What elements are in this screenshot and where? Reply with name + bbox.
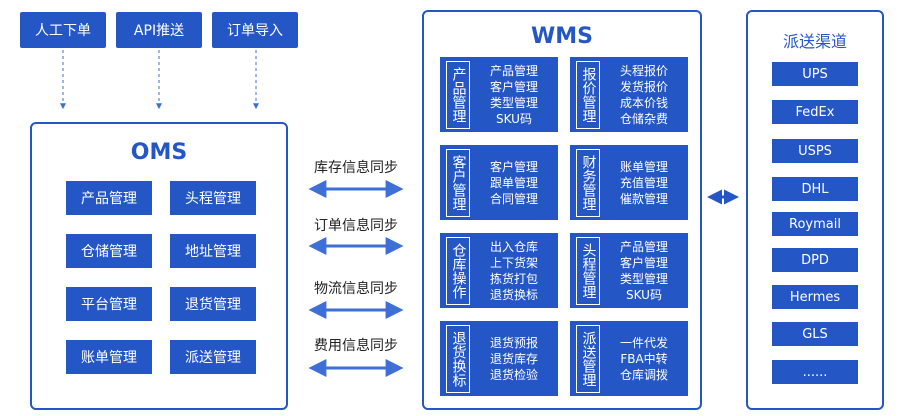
sync-label-logistics: 物流信息同步 (314, 281, 398, 297)
wms-card-tag: 头程管理 (576, 236, 600, 305)
wms-card-item: 退货换标 (489, 287, 538, 302)
wms-card-item: 成本价钱 (619, 95, 668, 110)
source-order-import: 订单导入 (212, 12, 298, 48)
wms-card-item: 上下货架 (489, 255, 538, 270)
oms-item-storage: 仓储管理 (66, 234, 152, 268)
wms-card-item: 发货报价 (619, 79, 668, 94)
wms-card-tag: 产品管理 (446, 60, 470, 129)
wms-card-tag: 仓库操作 (446, 236, 470, 305)
wms-card-item: SKU码 (626, 287, 662, 302)
wms-card-item: 仓储杂费 (619, 111, 668, 126)
channel-dpd: DPD (772, 248, 858, 272)
oms-item-platform: 平台管理 (66, 287, 152, 321)
wms-card-item: 客户管理 (489, 79, 538, 94)
wms-card-item: 拣货打包 (489, 271, 538, 286)
oms-title: OMS (130, 140, 188, 165)
wms-card-item: 一件代发 (619, 335, 668, 350)
wms-card-item: 类型管理 (489, 95, 538, 110)
wms-card-quote: 报价管理 头程报价 发货报价 成本价钱 仓储杂费 (570, 57, 688, 132)
wms-card-warehouse: 仓库操作 出入仓库 上下货架 拣货打包 退货换标 (440, 233, 558, 308)
wms-card-item: 客户管理 (619, 255, 668, 270)
wms-card-item: 仓库调拨 (619, 367, 668, 382)
wms-card-item: 账单管理 (619, 159, 668, 174)
sync-label-cost: 费用信息同步 (314, 338, 398, 354)
wms-card-returns: 退货换标 退货预报 退货库存 退货检验 (440, 321, 558, 396)
channel-dhl: DHL (772, 177, 858, 201)
channels-title: 派送渠道 (782, 32, 847, 51)
wms-card-item: 退货检验 (489, 367, 538, 382)
source-manual-order: 人工下单 (20, 12, 106, 48)
wms-card-product: 产品管理 产品管理 客户管理 类型管理 SKU码 (440, 57, 558, 132)
wms-card-tag: 客户管理 (446, 148, 470, 217)
wms-card-item: 退货库存 (489, 351, 538, 366)
channel-roymail: Roymail (772, 212, 858, 236)
wms-card-item: 充值管理 (619, 175, 668, 190)
sync-label-inventory: 库存信息同步 (314, 160, 398, 176)
wms-card-item: FBA中转 (620, 351, 668, 366)
channel-hermes: Hermes (772, 285, 858, 309)
wms-card-item: 出入仓库 (489, 239, 538, 254)
sync-label-order: 订单信息同步 (314, 218, 398, 234)
wms-card-firstleg: 头程管理 产品管理 客户管理 类型管理 SKU码 (570, 233, 688, 308)
wms-card-item: 跟单管理 (489, 175, 538, 190)
wms-title: WMS (530, 24, 593, 49)
wms-card-item: SKU码 (496, 111, 532, 126)
wms-card-tag: 财务管理 (576, 148, 600, 217)
channel-more: ...... (772, 360, 858, 384)
oms-item-returns: 退货管理 (170, 287, 256, 321)
wms-card-tag: 派送管理 (576, 324, 600, 393)
wms-card-tag: 退货换标 (446, 324, 470, 393)
wms-card-finance: 财务管理 账单管理 充值管理 催款管理 (570, 145, 688, 220)
wms-card-item: 类型管理 (619, 271, 668, 286)
wms-card-item: 催款管理 (619, 191, 668, 206)
source-api-push: API推送 (116, 12, 202, 48)
wms-card-item: 头程报价 (619, 63, 668, 78)
wms-card-item: 合同管理 (489, 191, 538, 206)
oms-item-product: 产品管理 (66, 181, 152, 215)
oms-item-address: 地址管理 (170, 234, 256, 268)
channel-usps: USPS (772, 139, 858, 163)
channel-ups: UPS (772, 62, 858, 86)
oms-item-billing: 账单管理 (66, 340, 152, 374)
wms-card-tag: 报价管理 (576, 60, 600, 129)
channel-fedex: FedEx (772, 100, 858, 124)
wms-card-item: 产品管理 (619, 239, 668, 254)
wms-card-item: 客户管理 (489, 159, 538, 174)
wms-card-item: 产品管理 (489, 63, 538, 78)
channel-gls: GLS (772, 322, 858, 346)
wms-card-delivery: 派送管理 一件代发 FBA中转 仓库调拨 (570, 321, 688, 396)
oms-item-firstleg: 头程管理 (170, 181, 256, 215)
wms-card-item: 退货预报 (489, 335, 538, 350)
oms-item-delivery: 派送管理 (170, 340, 256, 374)
wms-card-customer: 客户管理 客户管理 跟单管理 合同管理 (440, 145, 558, 220)
